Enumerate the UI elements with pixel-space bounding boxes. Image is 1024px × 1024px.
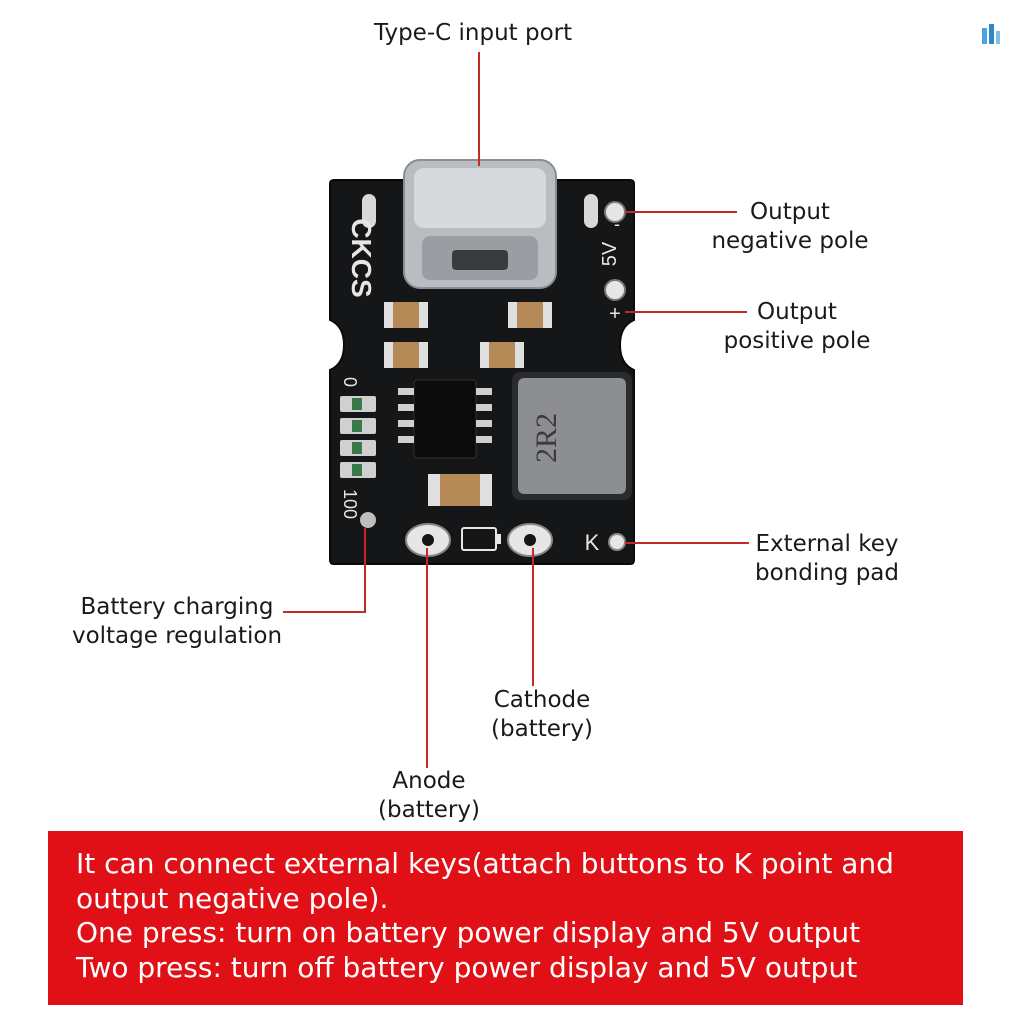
- label-output-positive: Output positive pole: [714, 298, 880, 356]
- label-battery-regulation-line2: voltage regulation: [71, 623, 283, 649]
- label-battery-regulation-line1: Battery charging: [80, 594, 274, 620]
- label-external-key: External key bonding pad: [742, 530, 912, 588]
- info-box: It can connect external keys(attach butt…: [48, 831, 963, 1005]
- leader-out-neg: [625, 211, 737, 213]
- key-silkscreen: K: [585, 530, 600, 555]
- leader-anode: [426, 548, 428, 768]
- scale-top-silkscreen: 0: [340, 377, 360, 387]
- label-output-negative-line1: Output: [750, 199, 830, 225]
- output-positive-pad: [604, 279, 626, 301]
- label-output-negative-line2: negative pole: [711, 228, 869, 254]
- label-anode-line1: Anode: [392, 768, 466, 794]
- inductor: [512, 372, 632, 500]
- info-line: One press: turn on battery power display…: [76, 916, 861, 949]
- info-line: Two press: turn off battery power displa…: [76, 950, 858, 984]
- info-line: output negative pole).: [76, 881, 389, 915]
- label-external-key-line2: bonding pad: [754, 560, 900, 586]
- corner-logo-icon: [982, 24, 1000, 44]
- leader-batt-reg-v: [364, 528, 366, 613]
- leader-out-pos: [625, 311, 747, 313]
- label-battery-regulation: Battery charging voltage regulation: [60, 593, 294, 651]
- info-line: It can connect external keys(attach butt…: [76, 847, 894, 880]
- brand-silkscreen: CKCS: [346, 218, 377, 297]
- label-output-negative: Output negative pole: [700, 198, 880, 256]
- type-c-connector: [403, 159, 557, 289]
- label-anode: Anode (battery): [372, 767, 486, 825]
- regulation-pad: [360, 512, 376, 528]
- scale-bottom-silkscreen: 100: [340, 489, 360, 519]
- label-type-c: Type-C input port: [374, 20, 573, 46]
- leader-ext-key: [625, 542, 749, 544]
- label-output-positive-line2: positive pole: [723, 328, 871, 354]
- label-anode-line2: (battery): [378, 797, 480, 823]
- label-output-positive-line1: Output: [757, 299, 837, 325]
- indicator-leds: [340, 396, 376, 478]
- plus-silkscreen: +: [609, 303, 621, 325]
- smd-caps-ends: [384, 302, 552, 506]
- label-cathode-line1: Cathode: [493, 687, 591, 713]
- leader-type-c: [478, 52, 480, 166]
- smd-capacitors: [384, 302, 552, 506]
- ic-chip: [398, 379, 492, 459]
- mount-slot: [362, 194, 376, 228]
- leader-batt-reg-h: [283, 611, 366, 613]
- voltage-silkscreen: 5V: [599, 241, 621, 266]
- leader-cathode: [532, 548, 534, 686]
- minus-silkscreen: -: [614, 214, 620, 234]
- label-cathode-line2: (battery): [491, 716, 593, 742]
- label-external-key-line1: External key: [755, 531, 899, 557]
- key-pad: [608, 533, 626, 551]
- mount-slot: [584, 194, 598, 228]
- battery-symbol: [461, 527, 501, 551]
- inductor-marking: 2R2: [530, 413, 563, 463]
- label-cathode: Cathode (battery): [482, 686, 602, 744]
